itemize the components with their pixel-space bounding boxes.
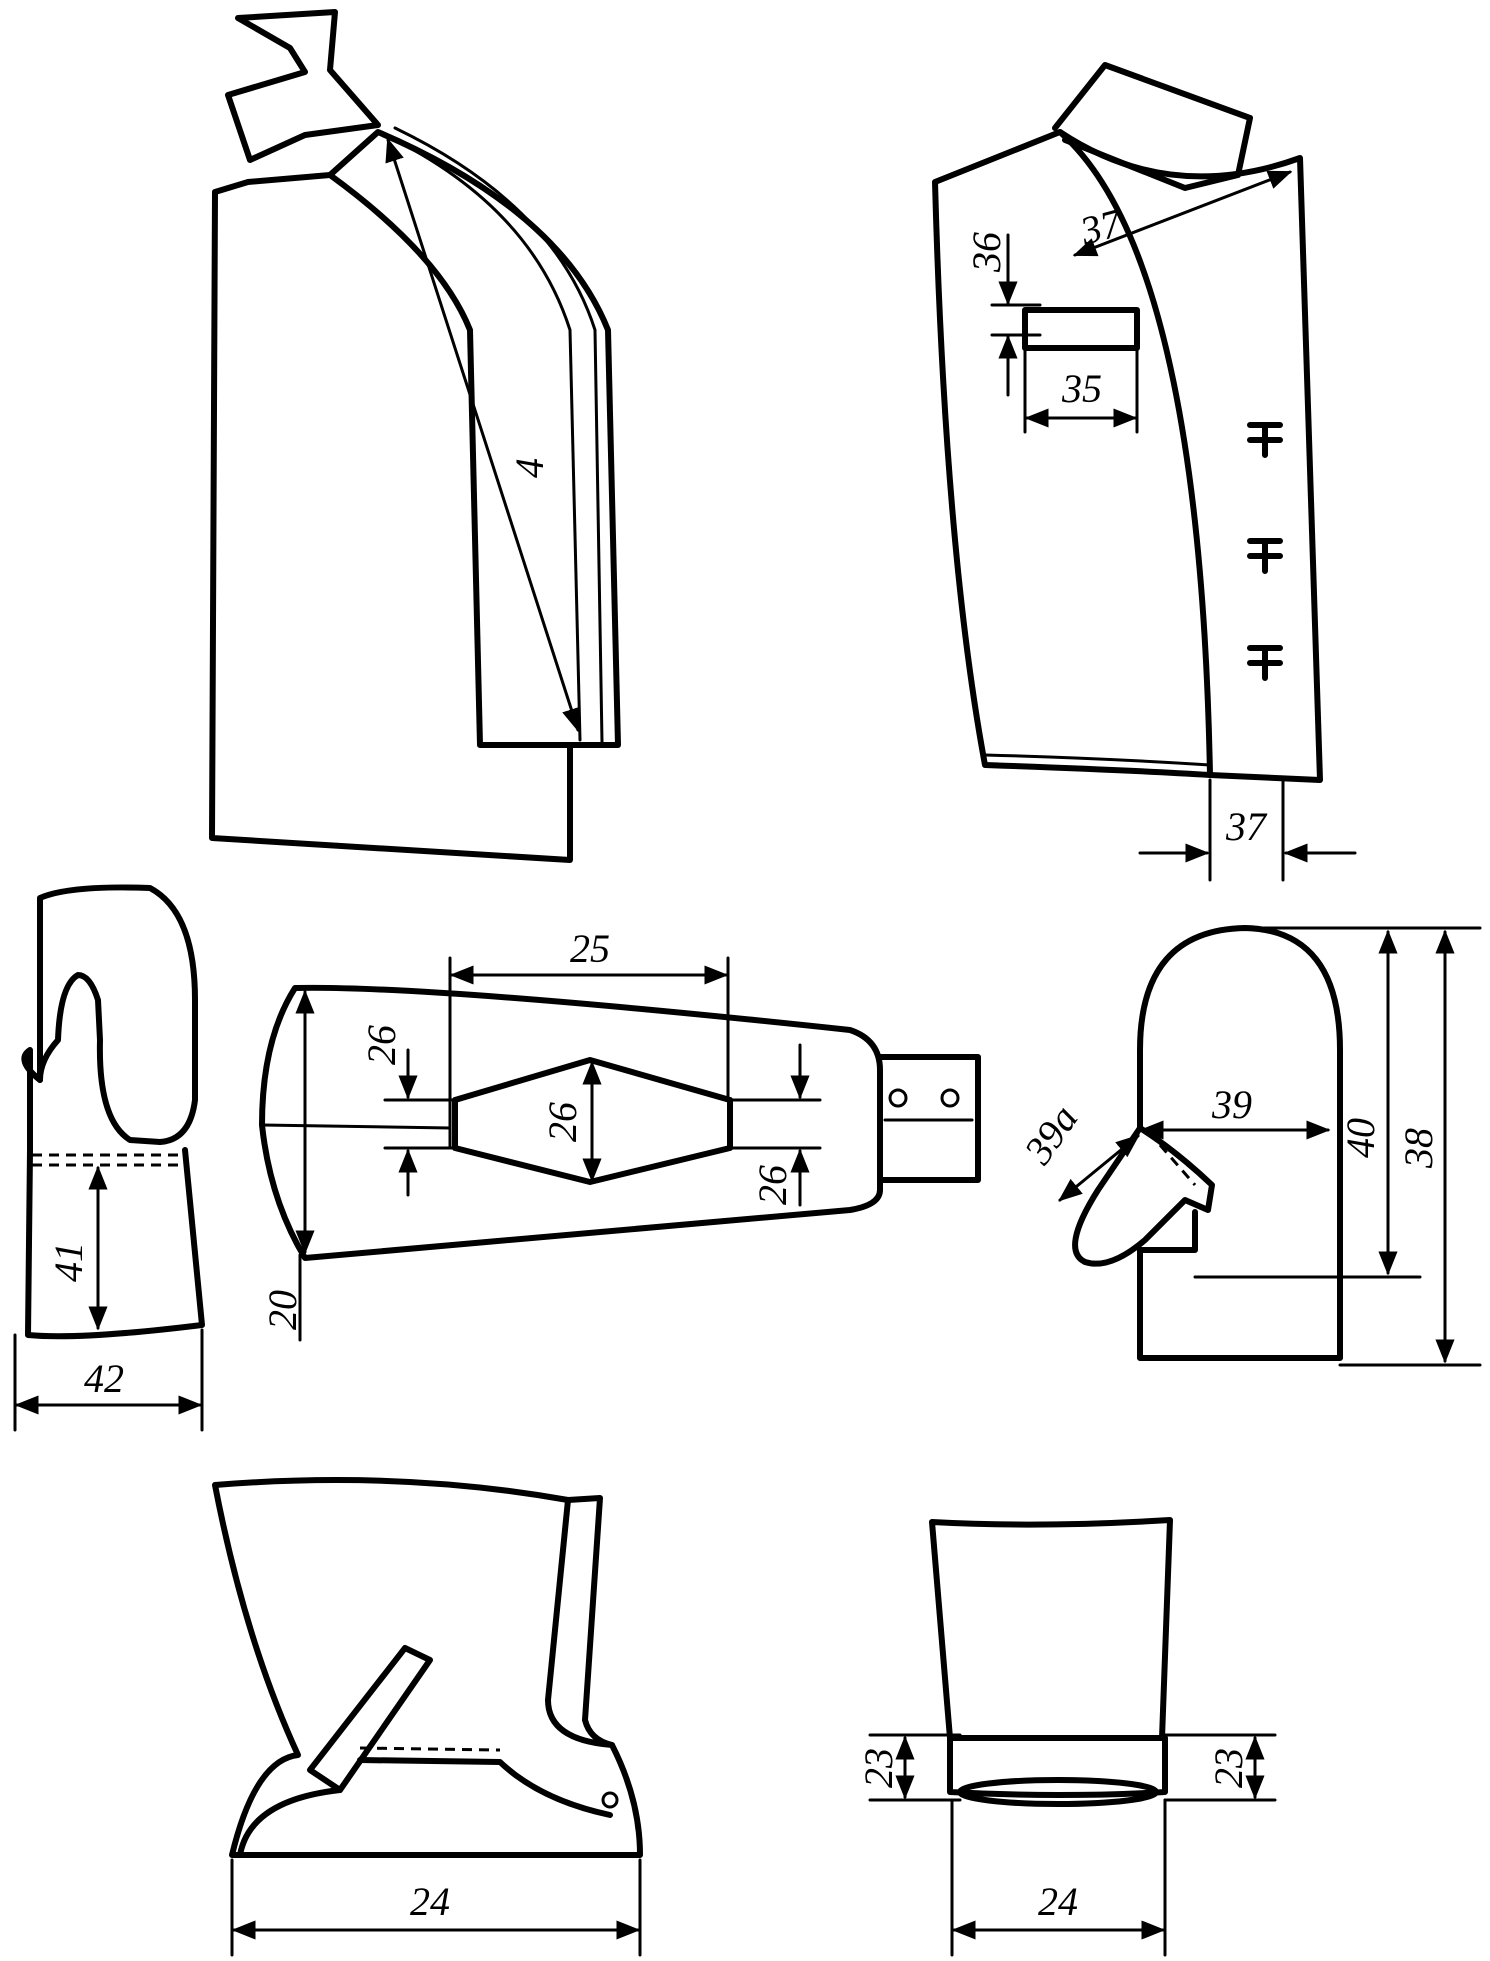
pocket-width-label: 35 xyxy=(1061,366,1102,411)
sleeve-dart-right-label: 26 xyxy=(750,1165,795,1205)
sleeve-center-line xyxy=(260,1123,452,1130)
mitten-inner-length-label: 40 xyxy=(1338,1118,1383,1158)
sleeve-outline xyxy=(259,984,883,1261)
trouser-right-figure: 23 23 24 xyxy=(856,1517,1277,1957)
trouser-right-leg xyxy=(929,1517,1173,1741)
sleeve-button-1 xyxy=(888,1088,908,1108)
jacket-front-body xyxy=(209,129,621,863)
mitten-pattern-figure: 39 39a 40 38 xyxy=(1015,925,1482,1367)
mitten-palm-label: 39 xyxy=(1211,1082,1252,1127)
mitten-thumb-arrow xyxy=(1058,1134,1140,1202)
mitten-cuff-figure: 41 42 xyxy=(13,884,205,1432)
sleeve-cuff-tab xyxy=(877,1054,981,1183)
neckline-arrow xyxy=(1072,170,1293,257)
trouser-right-width-label: 24 xyxy=(1038,1879,1078,1924)
trouser-right-cuff-left-label: 23 xyxy=(856,1748,901,1788)
trouser-left-strap xyxy=(307,1645,433,1793)
mitten-cuff-elastic xyxy=(32,1153,185,1167)
sleeve-button-2 xyxy=(940,1088,960,1108)
pocket-flap xyxy=(1022,307,1140,351)
trouser-right-hem xyxy=(957,1777,1159,1807)
pocket-vertical-label: 36 xyxy=(964,232,1009,273)
mitten-cuff xyxy=(21,1047,205,1340)
jacket-front-figure: 4 xyxy=(209,9,621,863)
trouser-left-button xyxy=(601,1791,619,1809)
mitten-thumb-label: 39a xyxy=(1015,1097,1087,1173)
sleeve-dart-center-label: 26 xyxy=(540,1102,585,1142)
jacket-front-dim-arrow xyxy=(385,137,581,733)
mitten-total-length-label: 38 xyxy=(1396,1128,1441,1169)
trouser-left-seam xyxy=(565,1495,615,1748)
sleeve-dart-left-label: 26 xyxy=(359,1025,404,1065)
trouser-left-leg xyxy=(212,1477,643,1858)
mitten-pattern-outline xyxy=(1137,925,1343,1361)
mitten-thumb xyxy=(1072,1125,1215,1267)
button-marks xyxy=(1247,422,1283,681)
trouser-left-width-label: 24 xyxy=(410,1879,450,1924)
jacket-front-stitch-outer xyxy=(393,126,604,744)
jacket-front-dim-label: 4 xyxy=(507,458,552,478)
mitten-hatched-part xyxy=(36,884,198,1145)
mitten-cuff-width-label: 42 xyxy=(84,1356,124,1401)
hem-facing-label: 37 xyxy=(1225,804,1268,849)
jacket-pocket-figure: 36 35 37 37 xyxy=(932,62,1357,882)
jacket-front-collar xyxy=(225,9,381,163)
trouser-left-stitch xyxy=(359,1746,501,1752)
trouser-right-cuff-right-label: 23 xyxy=(1206,1748,1251,1788)
mitten-cuff-length-label: 41 xyxy=(46,1242,91,1282)
trouser-right-cuff xyxy=(947,1735,1168,1798)
trouser-left-gusset xyxy=(237,1757,613,1858)
trouser-left-figure: 24 xyxy=(212,1477,643,1957)
sleeve-figure: 25 26 26 26 20 xyxy=(259,926,981,1342)
sleeve-width-label: 25 xyxy=(570,926,610,971)
sleeve-cap-label: 20 xyxy=(260,1290,305,1330)
jacket-pocket-hem-stitch xyxy=(983,753,1212,767)
mitten-thumb-fold xyxy=(1158,1144,1197,1186)
neckline-label: 37 xyxy=(1075,199,1128,254)
